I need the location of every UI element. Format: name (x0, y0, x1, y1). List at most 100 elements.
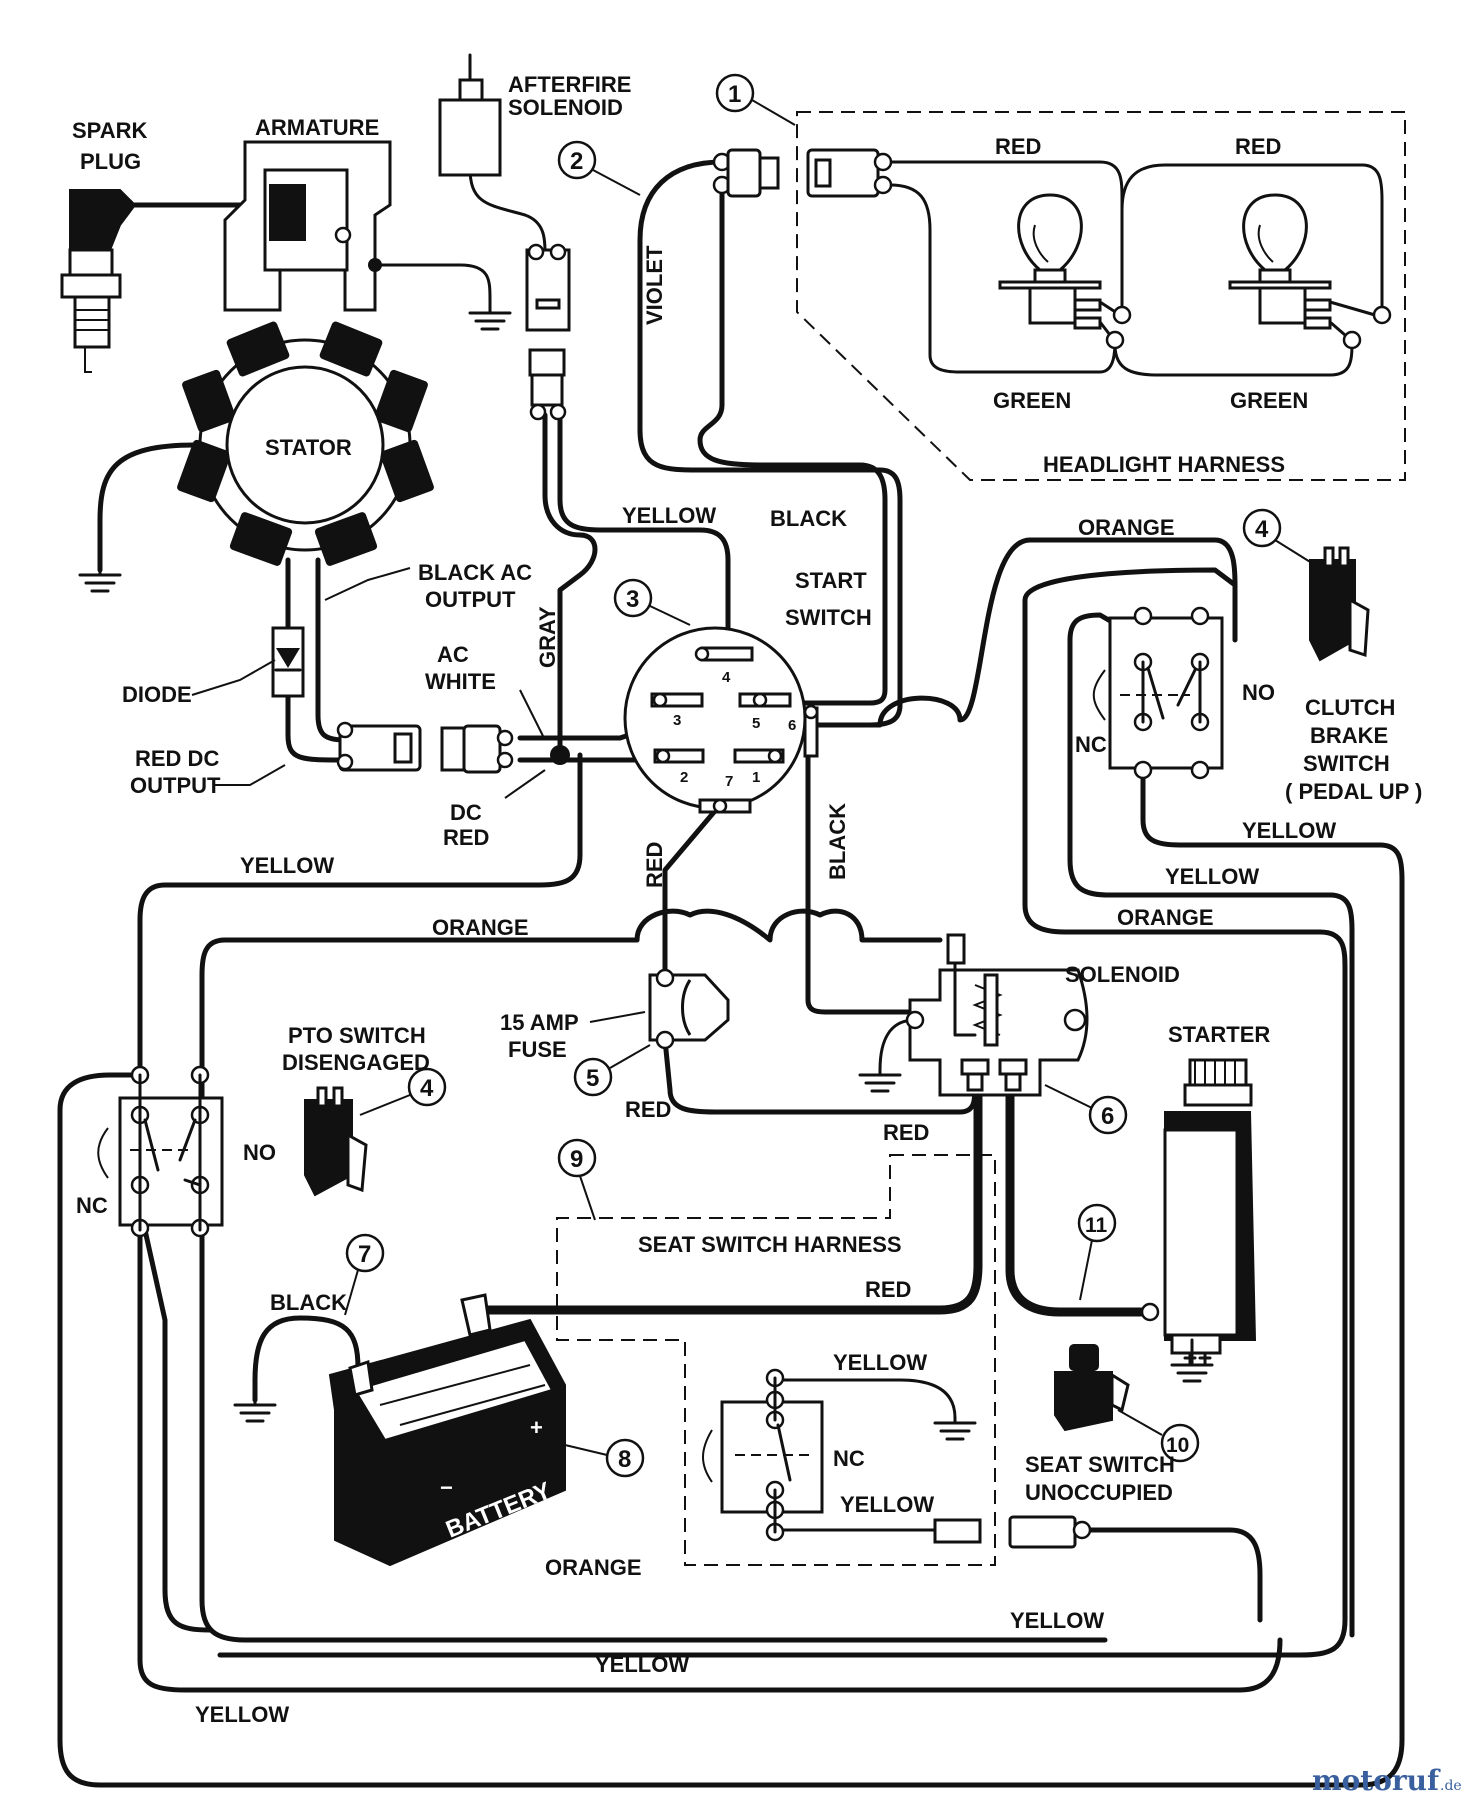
label-orange-bottom: ORANGE (545, 1555, 642, 1580)
watermark-brand: motoruf (1312, 1764, 1441, 1797)
label-yellow-clutch-2: YELLOW (1165, 864, 1259, 889)
label-starter: STARTER (1168, 1022, 1270, 1047)
wire-seat-connector (1082, 1527, 1263, 1623)
label-diode: DIODE (122, 682, 192, 707)
callout-6 (1044, 1084, 1128, 1135)
label-seat-2: UNOCCUPIED (1025, 1480, 1173, 1505)
label-yellow-top: YELLOW (622, 503, 716, 528)
label-ac-white-2: WHITE (425, 669, 496, 694)
callout-10-label: 10 (1166, 1434, 1189, 1457)
ground-icon (78, 568, 122, 593)
wire-yellow-left (137, 752, 583, 1078)
arrow-black-ac (324, 567, 411, 601)
label-yellow-seat-2: YELLOW (840, 1492, 934, 1517)
clutch-switch (1092, 606, 1224, 780)
wire-pto-yellow-b2 (137, 1227, 1283, 1693)
callout-1-label: 1 (728, 81, 741, 108)
starter-motor (1140, 1058, 1257, 1367)
label-yellow-b1: YELLOW (1010, 1608, 1104, 1633)
battery (328, 1293, 566, 1567)
callout-2-label: 2 (570, 148, 583, 175)
headlight-connector (712, 148, 893, 198)
pin-6-label: 6 (788, 717, 796, 734)
label-no-pto: NO (243, 1140, 276, 1165)
wire-hl-green-2 (1113, 338, 1354, 377)
wire-solenoid-starter (1005, 1085, 1150, 1317)
wire-orange-mid (634, 908, 943, 943)
wire-hl-red-1 (888, 160, 1124, 317)
label-black-bat: BLACK (270, 1290, 347, 1315)
label-violet: VIOLET (642, 245, 667, 325)
callout-3-label: 3 (626, 586, 639, 613)
callout-8-label: 8 (618, 1446, 631, 1473)
label-orange-right: ORANGE (1117, 905, 1214, 930)
label-red-vert: RED (642, 842, 667, 888)
watermark-tld: .de (1440, 1778, 1462, 1794)
bulb-icon (1228, 193, 1392, 350)
wire-clutch-yellow-1 (57, 769, 1405, 1788)
label-clutch-1: CLUTCH (1305, 695, 1395, 720)
callout-4-clutch-label: 4 (1255, 516, 1269, 543)
label-nc-seat: NC (833, 1446, 865, 1471)
label-armature: ARMATURE (255, 115, 379, 140)
seat-switch-harness-outline (556, 1154, 996, 1566)
wire-black-solenoid (805, 732, 913, 1015)
label-green-hl-2: GREEN (1230, 388, 1308, 413)
label-start-switch-2: SWITCH (785, 605, 872, 630)
wire-junction (550, 745, 570, 765)
callout-1 (715, 73, 796, 126)
label-pto-1: PTO SWITCH (288, 1023, 426, 1048)
seat-switch-icon (1054, 1344, 1130, 1432)
label-red-fuse: RED (625, 1097, 671, 1122)
stator (177, 321, 434, 566)
wire-red-dc (285, 557, 348, 763)
arrow-fuse (589, 1011, 646, 1023)
wire-yellow-top (557, 412, 731, 653)
connector-icon (336, 721, 514, 774)
label-no-clutch: NO (1242, 680, 1275, 705)
label-red-sol: RED (883, 1120, 929, 1145)
arrow-ac-white (519, 689, 546, 741)
label-red-bat: RED (865, 1277, 911, 1302)
label-clutch-4: ( PEDAL UP ) (1285, 779, 1422, 804)
callout-7 (344, 1233, 385, 1316)
label-ac-white-1: AC (437, 642, 469, 667)
callout-7-label: 7 (358, 1241, 371, 1268)
label-red-hl-1: RED (995, 134, 1041, 159)
arrow-diode (191, 659, 276, 696)
label-red-dc-2: OUTPUT (130, 773, 221, 798)
ground-icon (858, 1068, 902, 1093)
callout-8 (564, 1438, 645, 1478)
wire-battery-solenoid (470, 1085, 983, 1315)
clutch-switch-icon (1309, 546, 1370, 662)
wire-black-ac (315, 557, 348, 743)
pin-5-label: 5 (752, 715, 760, 732)
callout-9 (557, 1138, 597, 1221)
wire-hl-red-2 (1120, 163, 1384, 317)
ground-icon (933, 1416, 977, 1441)
wire-violet (637, 159, 903, 728)
callout-11 (1077, 1203, 1117, 1301)
ground-icon (233, 1398, 277, 1423)
headlight-harness-outline (796, 111, 1406, 481)
label-orange-mid: ORANGE (432, 915, 529, 940)
label-fuse-1: 15 AMP (500, 1010, 579, 1035)
bulb-icon (998, 193, 1132, 350)
callout-3 (613, 578, 691, 626)
label-yellow-clutch-1: YELLOW (1242, 818, 1336, 843)
label-orange-top: ORANGE (1078, 515, 1175, 540)
armature (223, 140, 392, 312)
afterfire-solenoid (438, 53, 571, 421)
label-start-switch-1: START (795, 568, 867, 593)
label-yellow-seat-1: YELLOW (833, 1350, 927, 1375)
label-black-ac-2: OUTPUT (425, 587, 516, 612)
wire-stator-ground (97, 442, 198, 573)
spark-plug-icon (60, 189, 137, 373)
wire-armature-ground (373, 263, 492, 302)
pin-4-label: 4 (722, 669, 731, 686)
battery-minus: − (440, 1475, 453, 1500)
wire-pto-yellow-b1 (142, 1227, 213, 1633)
label-gray: GRAY (535, 606, 560, 668)
callout-6-label: 6 (1101, 1103, 1114, 1130)
